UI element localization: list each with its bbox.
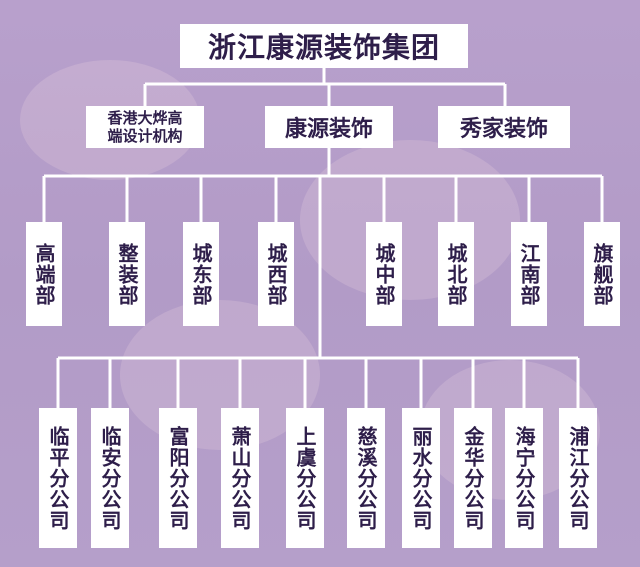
- branch-box: 丽水分公司: [402, 408, 440, 548]
- department-box: 城北部: [438, 222, 474, 326]
- brand-box: 秀家装饰: [438, 106, 570, 148]
- branch-box: 临安分公司: [91, 408, 129, 548]
- brand-box: 香港大烨高 端设计机构: [86, 106, 204, 148]
- group-title: 浙江康源装饰集团: [180, 24, 468, 68]
- background-decoration: [300, 140, 520, 300]
- branch-box: 富阳分公司: [159, 408, 197, 548]
- branch-box: 萧山分公司: [221, 408, 259, 548]
- department-box: 城东部: [183, 222, 219, 326]
- branch-box: 上虞分公司: [286, 408, 324, 548]
- department-box: 城中部: [366, 222, 402, 326]
- department-box: 江南部: [511, 222, 547, 326]
- branch-box: 金华分公司: [454, 408, 492, 548]
- department-box: 高端部: [26, 222, 62, 326]
- branch-box: 临平分公司: [39, 408, 77, 548]
- branch-box: 慈溪分公司: [347, 408, 385, 548]
- brand-box: 康源装饰: [265, 106, 393, 148]
- department-box: 城西部: [258, 222, 294, 326]
- department-box: 旗舰部: [584, 222, 620, 326]
- branch-box: 浦江分公司: [559, 408, 597, 548]
- branch-box: 海宁分公司: [505, 408, 543, 548]
- department-box: 整装部: [109, 222, 145, 326]
